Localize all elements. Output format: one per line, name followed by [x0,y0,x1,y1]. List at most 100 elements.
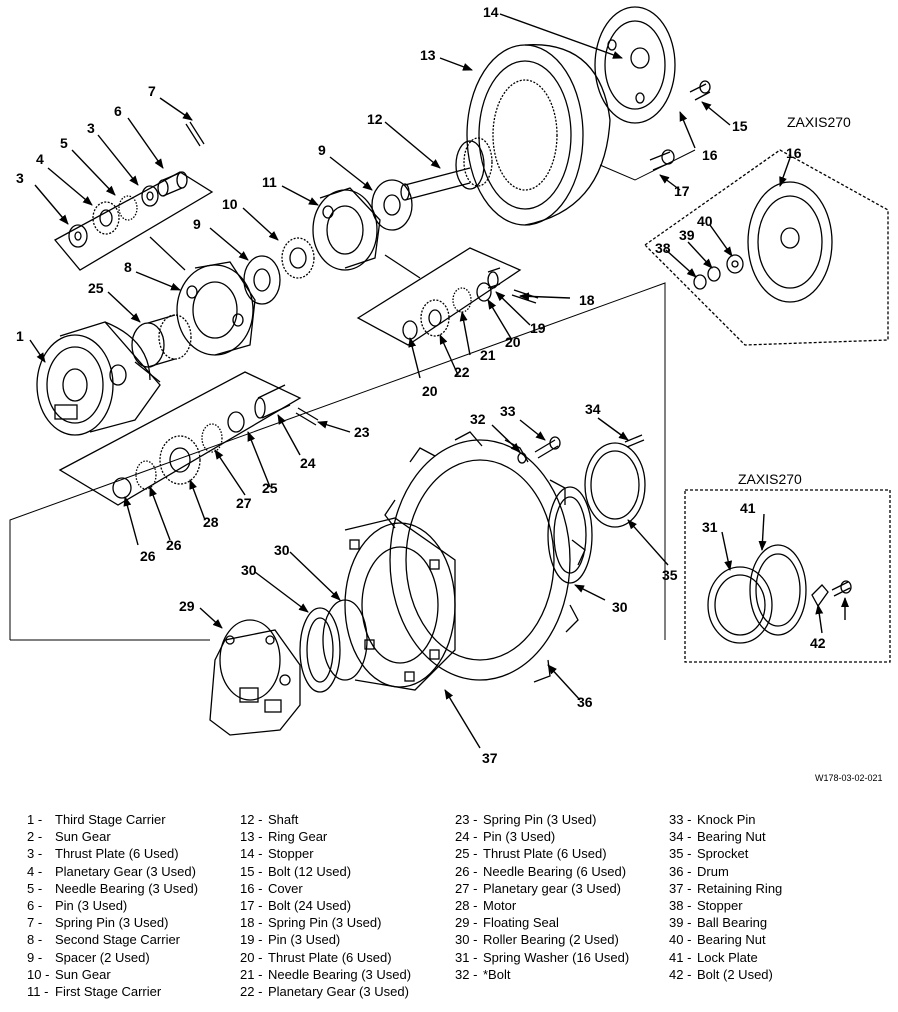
legend-item-number: 11 - [27,984,49,1000]
legend-item: 39 -Ball Bearing [669,914,782,931]
figure-id: W178-03-02-021 [815,773,883,783]
callout-number: 39 [679,227,695,243]
legend-item-label: Drum [697,863,729,879]
legend-item: 32 -*Bolt [455,966,629,983]
legend-item-label: Second Stage Carrier [55,932,181,948]
legend-item: 23 -Spring Pin (3 Used) [455,811,629,828]
legend-item: 6 -Pin (3 Used) [27,897,198,914]
legend-item-number: 6 - [27,898,43,914]
legend-item-label: Thrust Plate (6 Used) [268,949,392,965]
variant-cover-drawing [747,181,833,303]
legend-item: 16 -Cover [240,880,411,897]
legend-item-label: Ball Bearing [697,915,768,931]
callout-number: 17 [674,183,690,199]
subassembly-group [53,171,214,271]
bolt-drawing [649,151,673,171]
callout-number: 30 [274,542,290,558]
legend-item-number: 8 - [27,932,43,948]
legend-item-label: Retaining Ring [697,880,783,896]
legend-item-number: 35 - [669,846,692,862]
callout-number: 30 [612,599,628,615]
legend-item-number: 17 - [240,898,263,914]
legend-item-number: 33 - [669,812,692,827]
callout-number: 1 [16,328,24,344]
legend-item: 4 - Planetary Gear (3 Used) [27,863,198,880]
callout-number: 32 [470,411,486,427]
callout-number: 3 [87,120,95,136]
callout-number: 28 [203,514,219,530]
callout-number: 6 [114,103,122,119]
callout-number: 38 [655,240,671,256]
callout-number: 12 [367,111,383,127]
callout-number: 31 [702,519,718,535]
legend-item: 34 -Bearing Nut [669,828,782,845]
legend-item-number: 13 - [240,829,263,845]
legend-item-number: 4 - [27,863,43,879]
legend-item-label: Bearing Nut [697,932,766,948]
exploded-parts-diagram: 1 25 3 3 4 5 6 7 8 9 9 10 11 12 13 14 15… [9,4,891,783]
legend-item-number: 20 - [240,949,263,965]
callout-number: 9 [193,216,201,232]
legend-item-number: 24 - [455,829,478,845]
variant-box-bottom [684,489,891,663]
shaft-drawing [400,137,493,201]
legend-column-3: 23 -Spring Pin (3 Used)24 -Pin (3 Used)2… [455,811,629,983]
callout-number: 3 [16,170,24,186]
callout-number: 10 [222,196,238,212]
legend-item: 25 -Thrust Plate (6 Used) [455,845,629,862]
legend-item-label: Floating Seal [483,915,559,931]
legend-item-label: Bearing Nut [697,829,766,845]
callout-number: 16 [786,145,802,161]
legend-item: 13 -Ring Gear [240,828,411,845]
callout-number: 5 [60,135,68,151]
legend-item: 35 -Sprocket [669,845,782,862]
third-stage-carrier-drawing [36,321,161,436]
bolt-drawing [831,581,851,597]
subassembly-group [58,371,302,506]
callout-number: 20 [422,383,438,399]
callout-number: 20 [505,334,521,350]
legend-item: 41 -Lock Plate [669,949,782,966]
callout-numbers: 1 25 3 3 4 5 6 7 8 9 9 10 11 12 13 14 15… [16,4,826,766]
sun-gear-drawing [131,314,192,368]
thrust-plate-drawing [112,477,132,499]
legend-item: 10 -Sun Gear [27,966,198,983]
lock-plate-drawing [811,584,829,608]
legend-item-label: Cover [268,880,303,896]
callout-number: 8 [124,259,132,275]
legend-item-number: 31 - [455,949,478,965]
knock-pin-drawing [624,434,645,448]
legend-item-number: 32 - [455,966,478,982]
variant-label-top: ZAXIS270 [787,114,851,130]
planetary-gear-drawing [159,435,201,485]
legend-item-number: 1 - [27,812,43,827]
callout-number: 34 [585,401,601,417]
ring-gear-drawing [466,44,611,226]
legend-item-number: 25 - [455,846,478,862]
callout-number: 27 [236,495,252,511]
legend-item: 36 -Drum [669,863,782,880]
thrust-plate-drawing [68,224,88,248]
legend-item-number: 15 - [240,863,263,879]
callout-number: 36 [577,694,593,710]
legend-item-number: 26 - [455,863,478,879]
roller-bearing-drawing [547,486,593,584]
legend-item-label: Planetary Gear (3 Used) [55,863,196,879]
legend-item: 33 -Knock Pin [669,811,782,828]
callout-number: 30 [241,562,257,578]
callout-number: 25 [262,480,278,496]
callout-number: 14 [483,4,499,20]
first-stage-carrier-drawing [312,187,381,271]
legend-item-number: 37 - [669,880,692,896]
sprocket-drawing [384,431,586,683]
legend-item-number: 5 - [27,880,43,896]
planetary-gear-drawing [420,299,450,337]
assembly-guide-line [599,149,696,181]
legend-item-number: 40 - [669,932,692,948]
spacer-drawing [243,255,281,305]
legend-item-label: Pin (3 Used) [483,829,556,845]
legend-item: 1 -Third Stage Carrier [27,811,198,828]
spring-pin-drawing [295,407,319,426]
